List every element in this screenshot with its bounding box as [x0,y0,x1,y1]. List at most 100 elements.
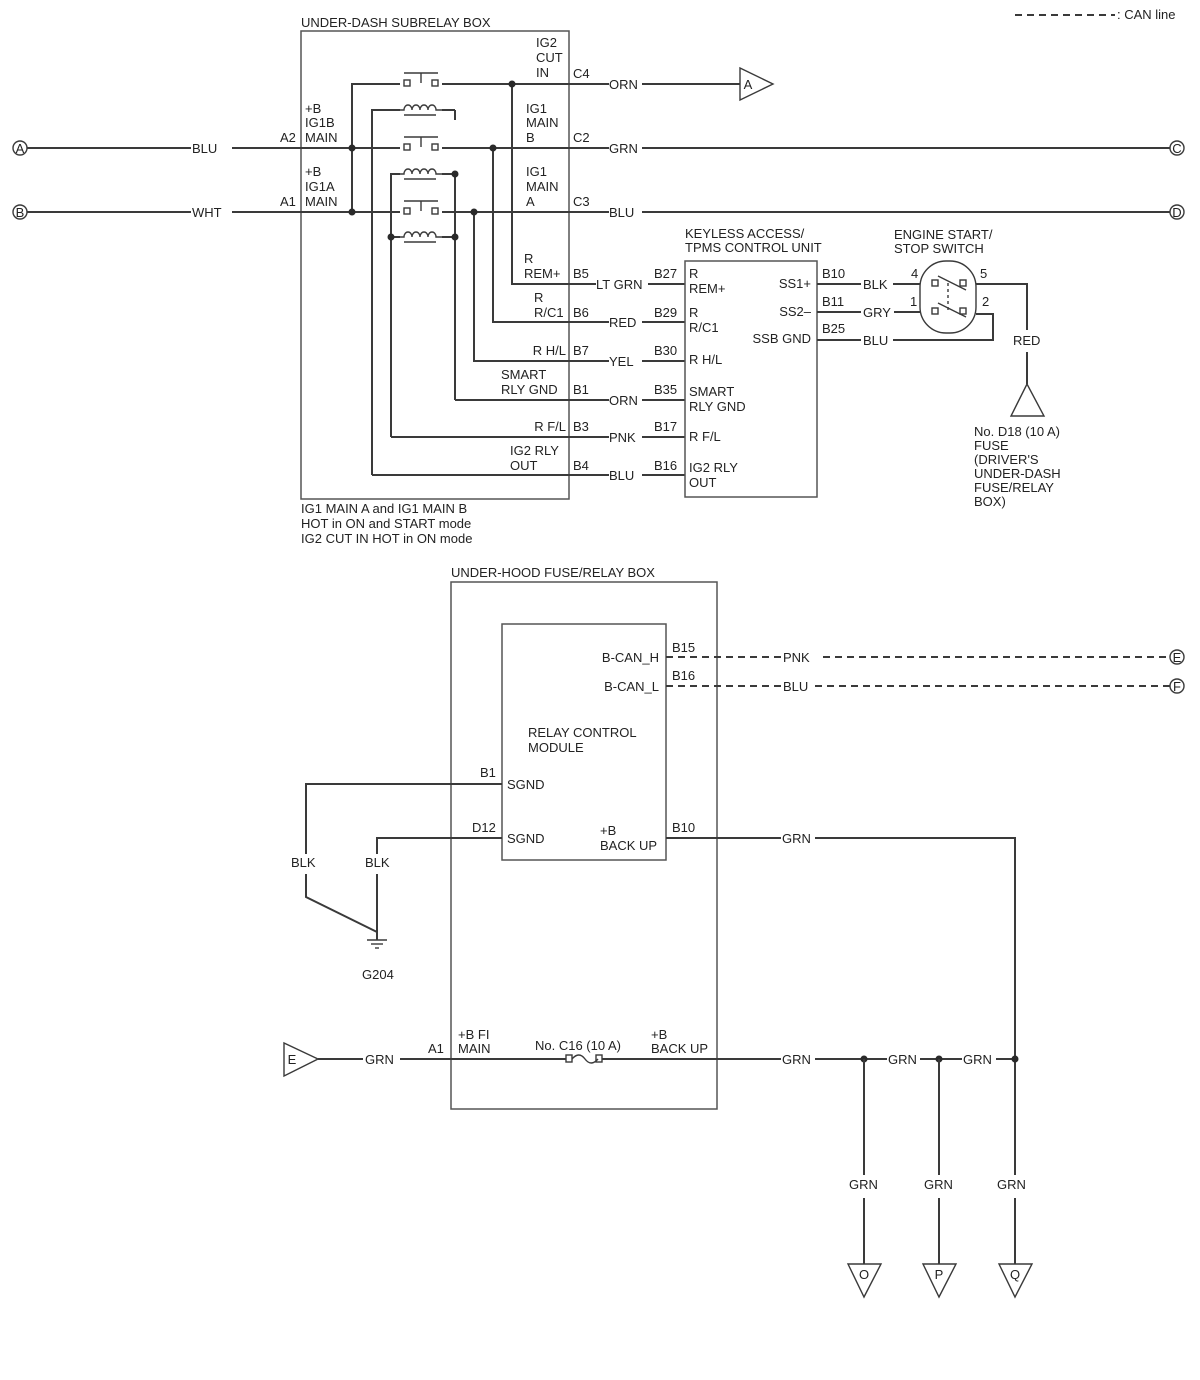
wire-color-b11: GRY [863,305,891,320]
pin-uh-d12: D12 [472,820,496,835]
wire-color-blk-1: BLK [291,855,316,870]
label-r-rc1: R R/C1 [534,290,564,320]
label-ig1a-main: +B IG1A MAIN [305,164,338,209]
engine-switch-title: ENGINE START/ STOP SWITCH [894,227,996,256]
pin-b4: B4 [573,458,589,473]
fuse-d18-arrow [1009,382,1046,417]
keyless-label-ss2: SS2– [779,304,812,319]
connector-a-in-letter: A [16,141,25,156]
label-b-can-h: B-CAN_H [602,650,659,665]
keyless-label-smart-rly-gnd: SMART RLY GND [689,384,746,414]
ground-symbol [367,939,387,949]
wire-color-can-l: BLU [783,679,808,694]
connector-p-arrow [921,1263,958,1299]
label-r-fl: R F/L [534,419,566,434]
wire-color-grn-b10: GRN [782,831,811,846]
pin-uh-b16: B16 [672,668,695,683]
keyless-label-r-hl: R H/L [689,352,722,367]
switch-contacts [931,275,967,318]
relay-coil-ig2 [400,104,442,116]
junction-c2 [489,144,497,152]
wire-color-grn-p: GRN [924,1177,953,1192]
wire-color-b4: BLU [609,468,634,483]
label-smart-rly-gnd: SMART RLY GND [501,367,558,397]
label-backup-2: +B BACK UP [651,1027,708,1056]
connector-e-in-letter: E [288,1052,297,1067]
wire-color-red: RED [1013,333,1040,348]
connector-q-letter: Q [1010,1267,1020,1282]
fuse-c16-symbol [565,1054,603,1064]
switch-pin-2: 2 [982,294,989,309]
label-ig1b-main: +B IG1B MAIN [305,101,338,145]
junction-grn-q [1011,1055,1019,1063]
label-r-hl: R H/L [533,343,566,358]
keyless-label-r-fl: R F/L [689,429,721,444]
wire-color-b7: YEL [609,354,634,369]
connector-b-in-letter: B [16,205,25,220]
connector-c-letter: C [1172,141,1181,156]
subrelay-box-title: UNDER-DASH SUBRELAY BOX [301,15,491,30]
ground-label: G204 [362,967,394,982]
junction-ig1b [348,144,356,152]
pin-ss-b11: B11 [822,294,844,309]
wire-color-c2: GRN [609,141,638,156]
pin-b16: B16 [654,458,677,473]
fuse-d18-label: No. D18 (10 A) FUSE (DRIVER'S UNDER-DASH… [974,424,1064,509]
wire-color-grn-q: GRN [997,1177,1026,1192]
engine-start-stop-switch [919,260,977,334]
underhood-box [450,581,718,1110]
wire-b25-right [893,313,994,341]
switch-pin-4: 4 [911,266,918,281]
rcm-title: RELAY CONTROL MODULE [528,725,640,755]
connector-a-in-circle [12,140,28,156]
pin-b6: B6 [573,305,589,320]
keyless-label-r-rem: R REM+ [689,266,725,296]
connector-p-letter: P [935,1267,944,1282]
wire-color-c3: BLU [609,205,634,220]
wire-color-b1: ORN [609,393,638,408]
connector-o-arrow [846,1263,883,1299]
pin-a1: A1 [280,194,296,209]
wire-color-a: BLU [192,141,217,156]
relay-contact-ig2 [403,72,439,87]
connector-b-in-circle [12,204,28,220]
pin-b5: B5 [573,266,589,281]
relay-control-module [501,623,667,861]
wire-color-b: WHT [192,205,222,220]
pin-b3: B3 [573,419,589,434]
pin-b1: B1 [573,382,589,397]
bus-smart-gnd [442,173,456,400]
pin-b35: B35 [654,382,677,397]
label-sgnd-1: SGND [507,777,545,792]
label-ig2-cut-in: IG2 CUT IN [536,35,566,80]
connector-e-in-arrow [283,1041,320,1078]
pin-uh-b15: B15 [672,640,695,655]
pin-ss-b10: B10 [822,266,845,281]
wire-color-grn-out-2: GRN [888,1052,917,1067]
keyless-control-unit [684,260,818,498]
connector-e-letter: E [1173,650,1182,665]
connector-o-letter: O [859,1267,869,1282]
pin-c4: C4 [573,66,590,81]
junction-ig1a [348,208,356,216]
junction-rfl [387,233,395,241]
subrelay-notes: IG1 MAIN A and IG1 MAIN B HOT in ON and … [301,501,475,546]
connector-q-arrow [997,1263,1034,1299]
wire-color-blk-2: BLK [365,855,390,870]
junction-smart [451,170,459,178]
keyless-label-r-rc1: R R/C1 [689,305,719,335]
bus-rhl [473,212,609,362]
pin-b29: B29 [654,305,677,320]
connector-e-circle [1169,649,1185,665]
keyless-title: KEYLESS ACCESS/ TPMS CONTROL UNIT [685,226,822,255]
keyless-label-ig2-rly-out: IG2 RLY OUT [689,460,741,490]
wire-color-grn-in: GRN [365,1052,394,1067]
connector-d-letter: D [1172,205,1181,220]
wire-sgnd-b1 [305,783,502,854]
pin-ss-b25: B25 [822,321,845,336]
connector-f-letter: F [1173,679,1181,694]
switch-pin-1: 1 [910,294,917,309]
junction-c3 [470,208,478,216]
junction-smart-2 [451,233,459,241]
